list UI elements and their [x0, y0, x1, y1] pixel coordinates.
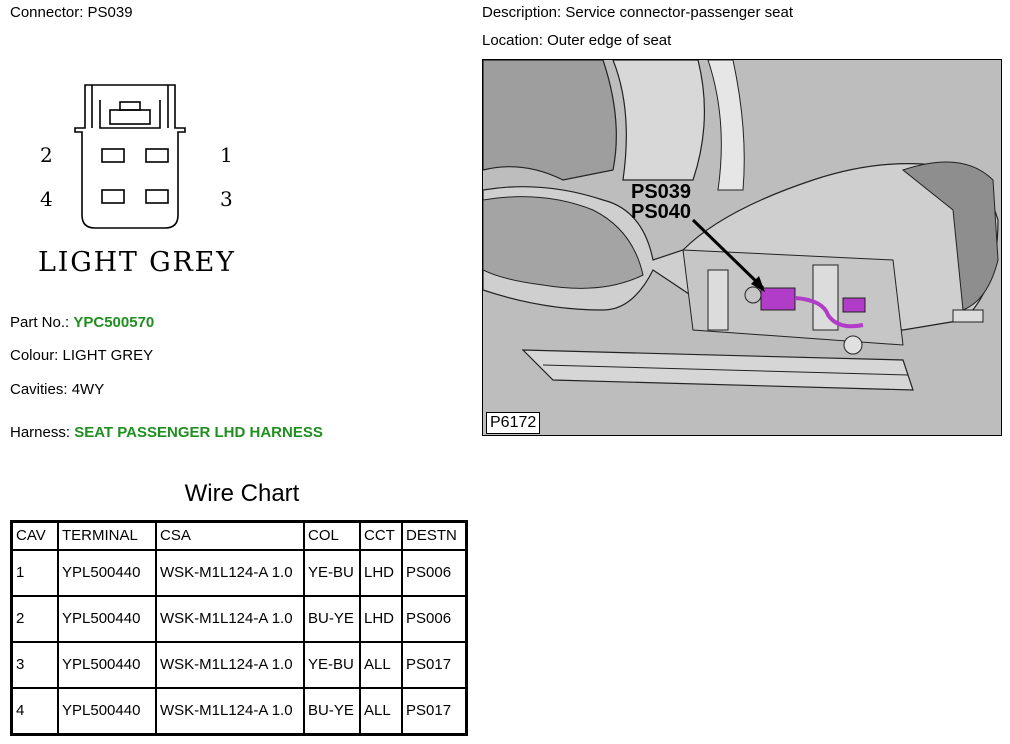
cavities-value: 4WY: [71, 381, 105, 398]
cell-terminal: YPL500440: [57, 549, 157, 597]
header-col: COL: [303, 520, 361, 551]
callout-ps039: PS039: [631, 181, 692, 203]
cell-destn: PS017: [401, 687, 468, 736]
cell-col: BU-YE: [303, 687, 361, 736]
cell-terminal: YPL500440: [57, 595, 157, 643]
cell-csa: WSK-M1L124-A 1.0: [155, 641, 305, 689]
figure-id: P6172: [486, 412, 541, 434]
location-label: Location:: [482, 32, 543, 49]
header-terminal: TERMINAL: [57, 520, 157, 551]
cell-csa: WSK-M1L124-A 1.0: [155, 687, 305, 736]
harness-label: Harness:: [10, 424, 71, 441]
wire-chart-title: Wire Chart: [184, 480, 300, 507]
connector-label: Connector:: [10, 4, 84, 21]
cavities-line: Cavities: 4WY: [10, 381, 104, 398]
cell-destn: PS006: [401, 549, 468, 597]
pin-label-4: 4: [40, 187, 53, 211]
location-line: Location: Outer edge of seat: [482, 32, 671, 49]
part-no-link[interactable]: YPC500570: [73, 314, 155, 331]
table-row: 2 YPL500440 WSK-M1L124-A 1.0 BU-YE LHD P…: [10, 595, 468, 643]
table-row: 3 YPL500440 WSK-M1L124-A 1.0 YE-BU ALL P…: [10, 641, 468, 689]
table-header-row: CAV TERMINAL CSA COL CCT DESTN: [10, 520, 468, 551]
location-figure: PS039 PS040 P6172: [482, 59, 1002, 436]
header-cct: CCT: [359, 520, 403, 551]
colour-label: Colour:: [10, 347, 59, 364]
table-row: 4 YPL500440 WSK-M1L124-A 1.0 BU-YE ALL P…: [10, 687, 468, 736]
colour-value: LIGHT GREY: [62, 347, 154, 364]
cell-cct: LHD: [359, 595, 403, 643]
cell-cav: 3: [10, 641, 59, 689]
cell-csa: WSK-M1L124-A 1.0: [155, 549, 305, 597]
description-line: Description: Service connector-passenger…: [482, 4, 793, 21]
colour-line: Colour: LIGHT GREY: [10, 347, 153, 364]
cavities-label: Cavities:: [10, 381, 68, 398]
harness-link[interactable]: SEAT PASSENGER LHD HARNESS: [74, 424, 323, 441]
cell-cct: LHD: [359, 549, 403, 597]
description-label: Description:: [482, 4, 562, 21]
callout-ps040: PS040: [631, 201, 692, 223]
callout-group: PS039 PS040: [631, 182, 691, 222]
cell-csa: WSK-M1L124-A 1.0: [155, 595, 305, 643]
cell-col: YE-BU: [303, 641, 361, 689]
cell-terminal: YPL500440: [57, 687, 157, 736]
cell-cct: ALL: [359, 687, 403, 736]
cell-col: BU-YE: [303, 595, 361, 643]
cell-terminal: YPL500440: [57, 641, 157, 689]
part-no-line: Part No.: YPC500570: [10, 314, 154, 331]
connector-color-label: LIGHT GREY: [38, 247, 235, 278]
header-csa: CSA: [155, 520, 305, 551]
part-no-label: Part No.:: [10, 314, 70, 331]
connector-value: PS039: [87, 4, 133, 21]
header-cav: CAV: [10, 520, 59, 551]
cell-cct: ALL: [359, 641, 403, 689]
cell-cav: 1: [10, 549, 59, 597]
cell-cav: 2: [10, 595, 59, 643]
header-destn: DESTN: [401, 520, 468, 551]
location-value: Outer edge of seat: [547, 32, 672, 49]
pin-label-2: 2: [40, 143, 53, 167]
description-value: Service connector-passenger seat: [565, 4, 793, 21]
connector-face-diagram: 2 1 4 3 LIGHT GREY: [38, 84, 235, 278]
cell-destn: PS017: [401, 641, 468, 689]
connector-line: Connector: PS039: [10, 4, 133, 21]
wire-chart-table: CAV TERMINAL CSA COL CCT DESTN 1 YPL5004…: [10, 520, 468, 736]
pin-label-1: 1: [220, 143, 233, 167]
cell-col: YE-BU: [303, 549, 361, 597]
harness-line: Harness: SEAT PASSENGER LHD HARNESS: [10, 424, 323, 441]
pin-label-3: 3: [220, 187, 233, 211]
cell-destn: PS006: [401, 595, 468, 643]
cell-cav: 4: [10, 687, 59, 736]
seat-illustration: [483, 60, 1001, 435]
table-row: 1 YPL500440 WSK-M1L124-A 1.0 YE-BU LHD P…: [10, 549, 468, 597]
